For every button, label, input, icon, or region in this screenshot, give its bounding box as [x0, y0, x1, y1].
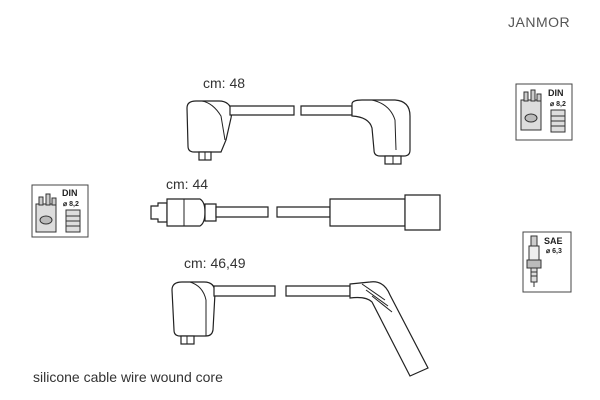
din-connector-right: DIN ⌀ 8,2 [515, 83, 573, 141]
cable-2-right-boot [329, 194, 441, 231]
cable-3-right-boot [349, 281, 429, 377]
din-right-standard: DIN [548, 88, 564, 98]
footer-description: silicone cable wire wound core [33, 369, 223, 385]
sae-right-size: ⌀ 6,3 [546, 248, 562, 255]
brand-label: JANMOR [508, 14, 571, 30]
cable-1-wire [229, 105, 353, 116]
cable-2-wire [215, 206, 331, 218]
cable-1 [186, 99, 411, 165]
din-left-standard: DIN [62, 188, 78, 198]
spark-plug-icon [526, 235, 542, 287]
cable-1-length: cm: 48 [203, 75, 246, 91]
cable-3-length: cm: 46,49 [184, 255, 246, 271]
din-right-size: ⌀ 8,2 [550, 101, 566, 108]
plug-boot-icon [550, 109, 566, 133]
distributor-cap-icon [520, 89, 542, 131]
cable-2 [150, 194, 441, 231]
cable-2-length: cm: 44 [166, 176, 209, 192]
sae-connector-right: SAE ⌀ 6,3 [522, 231, 572, 293]
cable-1-right-boot [351, 99, 411, 165]
din-left-size: ⌀ 8,2 [63, 201, 79, 208]
din-connector-left: DIN ⌀ 8,2 [31, 184, 89, 238]
plug-boot-icon [65, 209, 81, 233]
cable-3 [171, 281, 429, 377]
distributor-cap-icon [35, 193, 57, 233]
sae-right-standard: SAE [544, 236, 563, 246]
cable-3-left-boot [171, 281, 216, 345]
cable-1-left-boot [186, 100, 233, 161]
cable-3-wire [213, 285, 351, 297]
cable-2-left-boot [150, 198, 217, 227]
